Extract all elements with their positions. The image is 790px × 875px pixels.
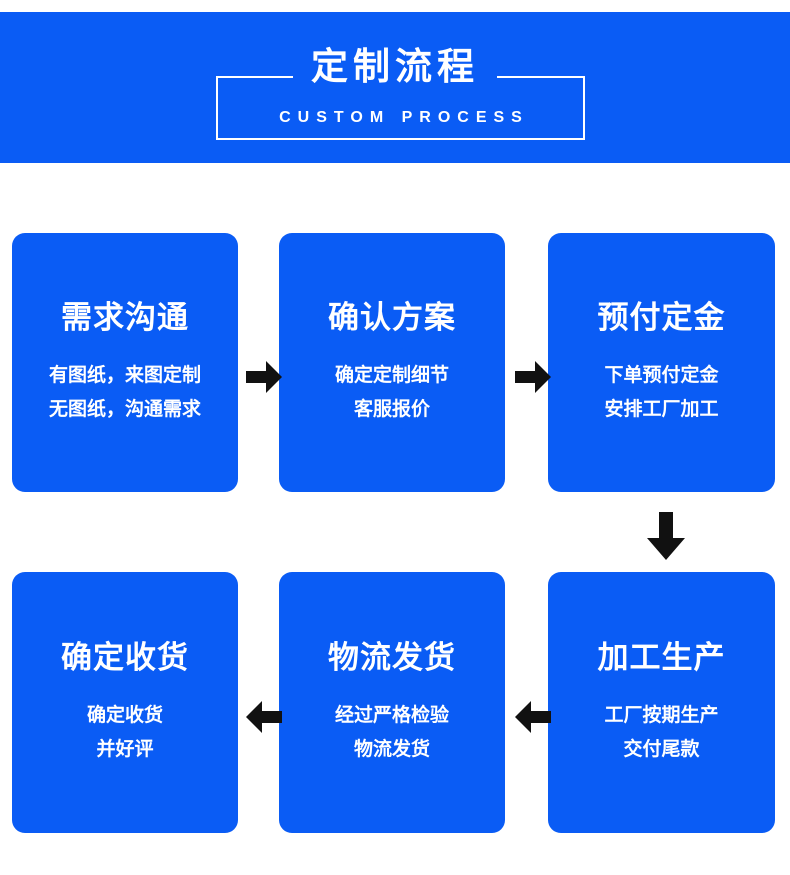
step-line: 安排工厂加工 [604, 398, 719, 420]
step-line: 经过严格检验 [334, 704, 449, 726]
step-title: 物流发货 [328, 639, 456, 675]
header-title-cn-wrapper: 定制流程 [0, 44, 790, 90]
step-line: 工厂按期生产 [604, 704, 719, 726]
header-title-cn: 定制流程 [293, 44, 497, 90]
header-title-en: CUSTOM PROCESS [279, 109, 529, 126]
step-title: 需求沟通 [61, 299, 189, 335]
step-description: 工厂按期生产 交付尾款 [604, 699, 718, 767]
arrow-right-icon [246, 360, 282, 394]
step-line: 确定定制细节 [334, 364, 449, 386]
step-title: 确认方案 [328, 299, 456, 335]
step-box-6[interactable]: 确定收货 确定收货 并好评 [12, 572, 238, 833]
step-box-4[interactable]: 加工生产 工厂按期生产 交付尾款 [548, 572, 775, 833]
step-title: 加工生产 [597, 639, 726, 675]
step-line: 无图纸，沟通需求 [48, 398, 201, 420]
arrow-left-icon [515, 700, 551, 734]
step-title: 确定收货 [61, 639, 189, 675]
step-line: 客服报价 [353, 398, 430, 420]
step-description: 经过严格检验 物流发货 [335, 699, 449, 767]
step-line: 并好评 [96, 738, 154, 760]
step-line: 物流发货 [353, 738, 430, 760]
step-description: 确定定制细节 客服报价 [335, 359, 449, 427]
step-description: 确定收货 并好评 [87, 699, 163, 767]
arrow-down-icon [646, 512, 686, 560]
step-line: 确定收货 [86, 704, 163, 726]
step-title: 预付定金 [597, 299, 726, 335]
step-line: 交付尾款 [623, 738, 700, 760]
step-description: 有图纸，来图定制 无图纸，沟通需求 [49, 359, 201, 427]
step-box-1[interactable]: 需求沟通 有图纸，来图定制 无图纸，沟通需求 [12, 233, 238, 492]
step-line: 下单预付定金 [604, 364, 719, 386]
step-box-2[interactable]: 确认方案 确定定制细节 客服报价 [279, 233, 505, 492]
arrow-right-icon [515, 360, 551, 394]
step-box-5[interactable]: 物流发货 经过严格检验 物流发货 [279, 572, 505, 833]
step-line: 有图纸，来图定制 [48, 364, 201, 386]
arrow-left-icon [246, 700, 282, 734]
header-banner: 定制流程 CUSTOM PROCESS [0, 12, 790, 163]
step-box-3[interactable]: 预付定金 下单预付定金 安排工厂加工 [548, 233, 775, 492]
step-description: 下单预付定金 安排工厂加工 [604, 359, 718, 427]
